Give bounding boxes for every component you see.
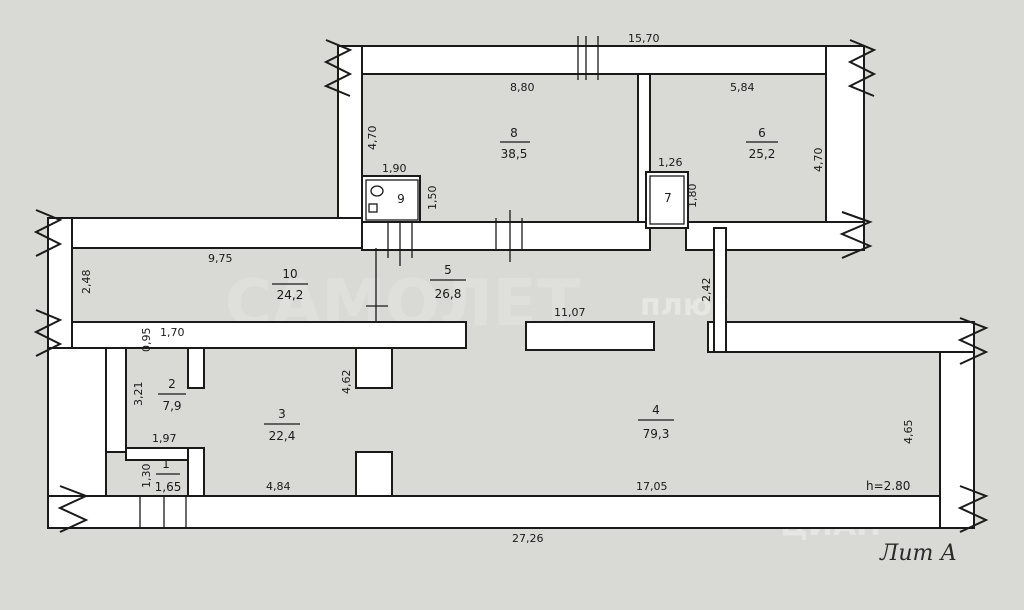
dim-room9-height: 1,50 (426, 186, 439, 211)
dim-bottom-total: 27,26 (512, 532, 544, 545)
dim-room2-small: 0,95 (140, 328, 153, 353)
room-7-number: 7 (664, 191, 672, 205)
dim-room2-height: 3,21 (132, 382, 145, 407)
dim-room1-height: 1,30 (140, 464, 153, 489)
room-1-number: 1 (162, 457, 170, 471)
dim-room8-width: 8,80 (510, 81, 535, 94)
dim-room6-height: 4,70 (812, 148, 825, 173)
dim-room9-width: 1,90 (382, 162, 407, 175)
room-5-area: 26,8 (435, 287, 462, 301)
dimension-labels: 15,70 8,80 5,84 4,70 4,70 1,90 1,50 1,26… (80, 32, 915, 545)
break-marks (33, 39, 989, 533)
dim-room4-width: 17,05 (636, 480, 668, 493)
room-6-area: 25,2 (749, 147, 776, 161)
dim-room10-width: 9,75 (208, 252, 233, 265)
dim-room7-width: 1,26 (658, 156, 683, 169)
room-3-number: 3 (278, 407, 286, 421)
ceiling-height-note: h=2.80 (866, 479, 910, 493)
room-2-area: 7,9 (162, 399, 181, 413)
room-8-area: 38,5 (501, 147, 528, 161)
dim-room4-height: 4,65 (902, 420, 915, 445)
dim-room3-side: 4,62 (340, 370, 353, 395)
dim-room10-height: 2,48 (80, 270, 93, 295)
dim-corridor-width: 11,07 (554, 306, 586, 319)
dim-corridor-height: 2,42 (700, 278, 713, 303)
room-10-area: 24,2 (277, 288, 304, 302)
dim-room6-width: 5,84 (730, 81, 755, 94)
dim-room1-width: 1,97 (152, 432, 177, 445)
room-3-area: 22,4 (269, 429, 296, 443)
dim-room7-height: 1,80 (686, 184, 699, 209)
room-9-number: 9 (397, 192, 405, 206)
room-1-area: 1,65 (155, 480, 182, 494)
room-4-number: 4 (652, 403, 660, 417)
dim-top-total: 15,70 (628, 32, 660, 45)
openings (139, 36, 599, 528)
dim-room8-height: 4,70 (366, 126, 379, 151)
room-labels: 8 38,5 6 25,2 7 9 10 24,2 5 26,8 2 7,9 3… (155, 126, 778, 494)
room-8-number: 8 (510, 126, 518, 140)
dim-room2-width: 1,70 (160, 326, 185, 339)
room-2-number: 2 (168, 377, 176, 391)
room-4-area: 79,3 (643, 427, 670, 441)
room-9-block (361, 175, 421, 223)
walls (47, 45, 975, 529)
sink-icon (368, 203, 378, 213)
room-10-number: 10 (282, 267, 297, 281)
dim-room3-width: 4,84 (266, 480, 291, 493)
toilet-icon (370, 185, 384, 197)
room-5-number: 5 (444, 263, 452, 277)
room-6-number: 6 (758, 126, 766, 140)
plan-title: Лит А (879, 541, 957, 566)
room-7-block (645, 171, 689, 229)
